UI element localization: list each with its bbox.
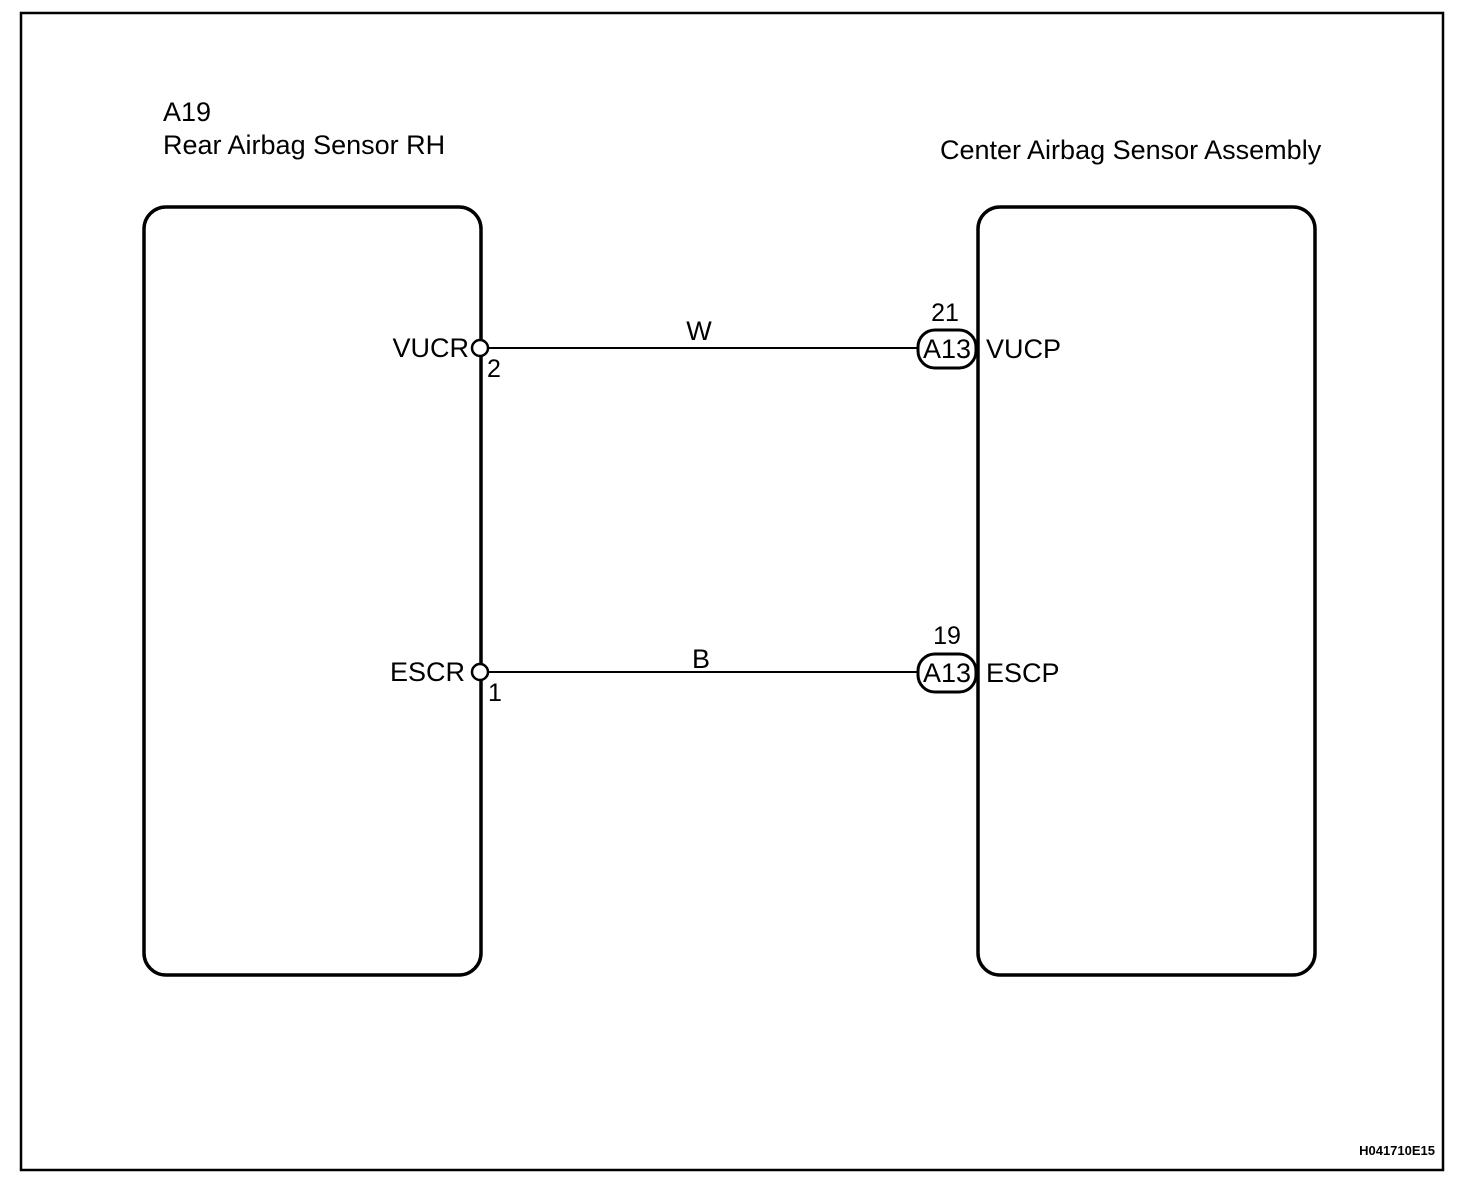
wire-color-label: B — [692, 644, 710, 674]
left-component-code: A19 — [163, 97, 211, 127]
terminal-label: ESCP — [986, 658, 1060, 688]
diagram-frame — [19, 11, 1445, 1172]
left-component-name: Rear Airbag Sensor RH — [163, 130, 445, 160]
pin-number: 2 — [487, 355, 501, 383]
right-component-name: Center Airbag Sensor Assembly — [940, 135, 1322, 165]
terminal-circle — [470, 662, 490, 682]
left-component-box — [142, 205, 483, 977]
right-component-box — [976, 205, 1317, 977]
pin-number: 1 — [488, 679, 502, 707]
connector-code: A13 — [923, 334, 971, 364]
wire-color-label: W — [686, 316, 712, 346]
pin-number: 19 — [933, 622, 961, 650]
reference-code: H041710E15 — [1359, 1143, 1435, 1158]
terminal-circle — [470, 338, 490, 358]
connector-badge — [916, 328, 978, 370]
terminal-label: VUCR — [392, 333, 469, 363]
connector-badge — [916, 652, 978, 694]
pin-number: 21 — [931, 299, 959, 327]
terminal-label: VUCP — [986, 334, 1061, 364]
terminal-label: ESCR — [390, 657, 465, 687]
connector-code: A13 — [923, 658, 971, 688]
